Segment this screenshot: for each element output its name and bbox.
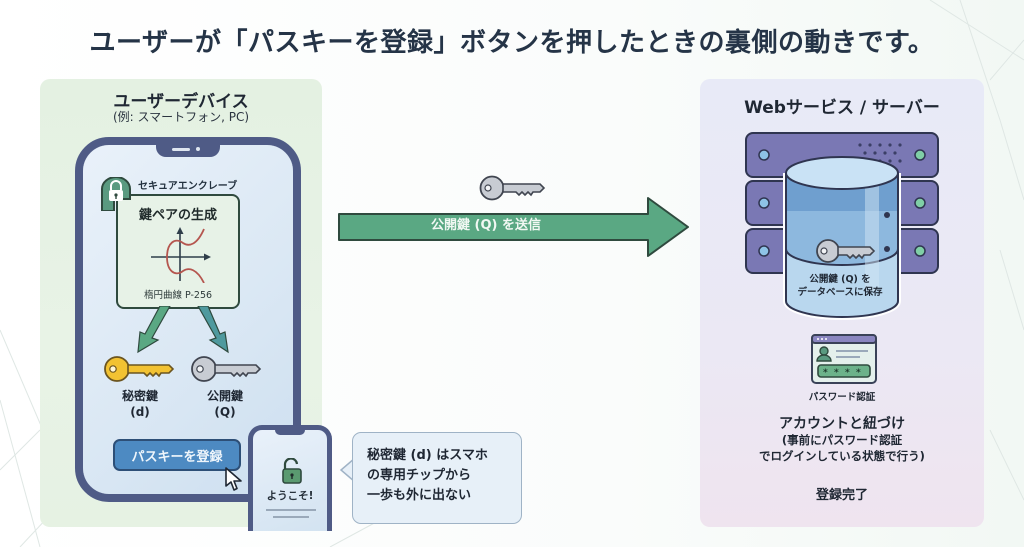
server-with-database-icon [745,132,939,320]
elliptic-curve-caption: 楕円曲線 P-256 [143,290,213,301]
welcome-phone: ようこそ! [248,425,332,531]
public-key-label: 公開鍵 (Q) [206,389,243,419]
send-public-key-label: 公開鍵 (Q) を送信 [431,218,541,233]
private-key-label: 秘密鍵 (d) [121,389,158,419]
svg-text:*: * [834,368,839,378]
user-device-heading: ユーザーデバイス [113,92,249,112]
private-key-note-bubble: 秘密鍵 (d) はスマホ の専用チップから 一歩も外に出ない [352,432,522,524]
key-split-arrows [137,306,229,354]
user-device-subheading: (例: スマートフォン, PC) [112,110,250,124]
password-login-icon: * * * * [811,334,877,384]
private-key-gold-icon [104,356,175,382]
key-pair-generation-box: 鍵ペアの生成 楕円曲線 P-256 [116,194,240,309]
account-link-note: (事前にパスワード認証 でログインしている状態で行う) [759,433,925,463]
phone-notch [156,143,220,157]
note-line-1: 秘密鍵 (d) はスマホ [367,448,488,463]
svg-text:*: * [845,368,850,378]
register-passkey-button[interactable]: パスキーを登録 [113,439,241,471]
transfer-key-icon [479,175,546,201]
unlocked-padlock-icon [282,458,302,484]
note-line-2: の専用チップから [367,468,472,483]
mouse-pointer-icon [225,467,242,491]
svg-text:*: * [856,368,861,378]
db-key-icon [816,239,876,263]
svg-text:*: * [823,368,828,378]
registration-complete: 登録完了 [815,488,868,503]
secure-enclave-label: セキュアエンクレーブ [138,181,238,192]
server-heading: Webサービス / サーバー [744,98,940,118]
public-key-silver-icon [191,356,262,382]
elliptic-curve-icon [151,227,211,283]
key-pair-generation-title: 鍵ペアの生成 [138,208,217,223]
page-title: ユーザーが「パスキーを登録」ボタンを押したときの裏側の動きです。 [89,28,935,58]
database-caption: 公開鍵 (Q) を データベースに保存 [797,274,883,298]
welcome-text: ようこそ! [266,490,314,502]
account-link-title: アカウントと紐づけ [779,416,905,432]
password-auth-label: パスワード認証 [808,392,876,403]
send-public-key-arrow [338,197,689,257]
note-line-3: 一歩も外に出ない [367,488,472,503]
lock-icon [101,177,131,211]
